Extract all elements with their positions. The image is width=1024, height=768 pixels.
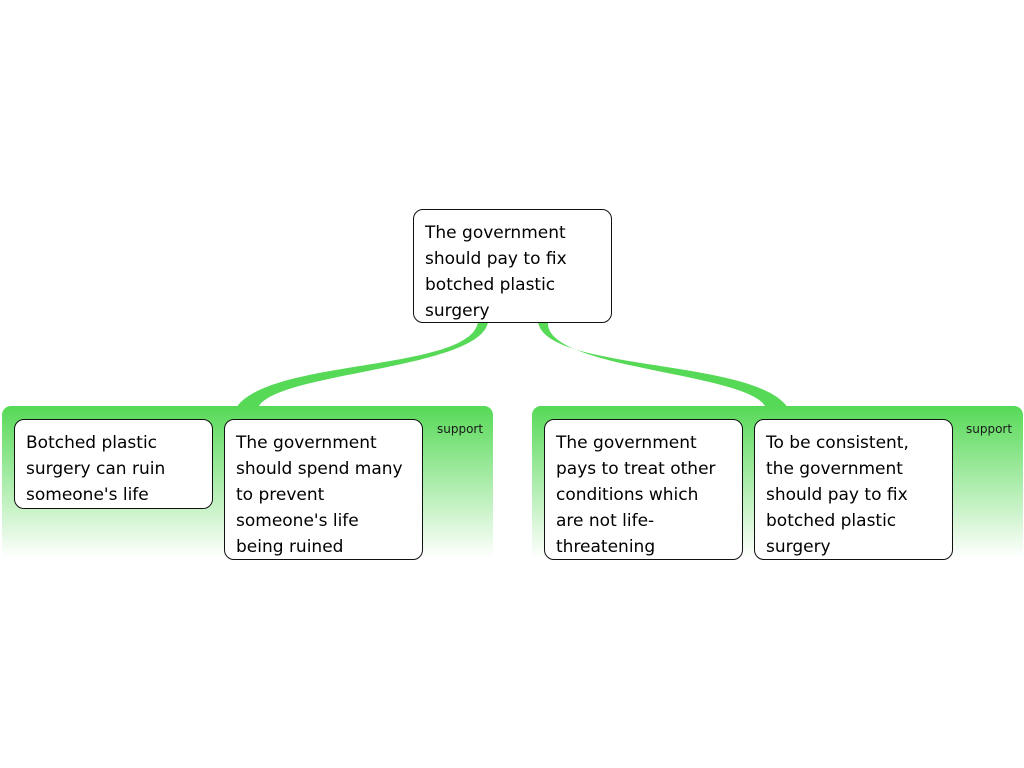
premise-text: The government pays to treat other condi…: [556, 433, 716, 557]
premise-node[interactable]: The government should spend many to prev…: [224, 419, 423, 560]
support-link-left: [236, 322, 488, 408]
support-label-left: support: [437, 422, 484, 436]
premise-node[interactable]: To be consistent, the government should …: [754, 419, 953, 560]
root-claim-node[interactable]: The government should pay to fix botched…: [413, 209, 612, 323]
premise-text: The government should spend many to prev…: [236, 433, 403, 557]
support-link-right: [538, 322, 788, 408]
premise-text: To be consistent, the government should …: [766, 433, 909, 557]
premise-text: Botched plastic surgery can ruin someone…: [26, 433, 166, 505]
root-claim-text: The government should pay to fix botched…: [425, 223, 567, 321]
support-label-right: support: [966, 422, 1013, 436]
premise-node[interactable]: Botched plastic surgery can ruin someone…: [14, 419, 213, 509]
premise-node[interactable]: The government pays to treat other condi…: [544, 419, 743, 560]
